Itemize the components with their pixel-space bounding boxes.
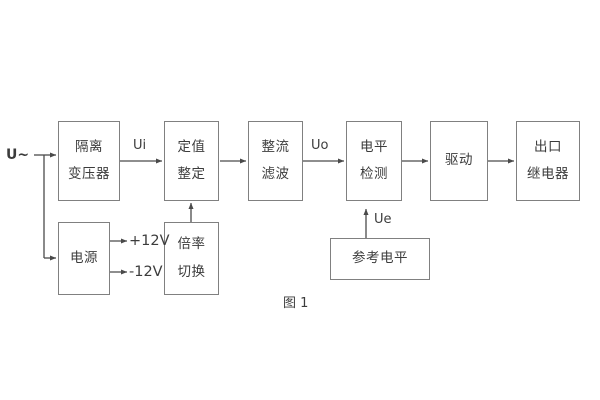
block-label-line: 电平: [360, 138, 388, 155]
block-label-line: 继电器: [527, 166, 569, 182]
block-isolation-transformer[interactable]: 隔离 变压器: [58, 121, 120, 201]
wire-input-branch: [34, 152, 57, 261]
rail-label-positive: +12V: [129, 233, 170, 249]
block-label-line: 倍率: [177, 236, 206, 252]
block-setting-adjust[interactable]: 定值 整定: [164, 121, 219, 201]
block-power-supply[interactable]: 电源: [58, 222, 110, 295]
block-label-line: 变压器: [68, 166, 110, 182]
block-label-line: 驱动: [445, 152, 473, 169]
block-label-line: 定值: [177, 138, 206, 155]
block-label-line: 检测: [360, 166, 388, 182]
signal-label-ui: Ui: [133, 138, 147, 153]
block-label-line: 出口: [534, 138, 562, 155]
block-label-line: 电源: [70, 249, 98, 266]
block-label-line: 切换: [177, 263, 206, 280]
block-label-line: 整流: [261, 138, 290, 155]
rail-label-negative: -12V: [129, 264, 163, 280]
block-drive[interactable]: 驱动: [430, 121, 488, 201]
block-rectify-filter[interactable]: 整流 滤波: [248, 121, 303, 201]
block-label-line: 参考电平: [352, 250, 408, 267]
block-output-relay[interactable]: 出口 继电器: [516, 121, 580, 201]
signal-label-uo: Uo: [311, 138, 329, 153]
signal-label-input: U~: [6, 147, 30, 163]
block-label-line: 整定: [177, 166, 206, 182]
block-reference-level[interactable]: 参考电平: [330, 238, 430, 280]
signal-label-ue: Ue: [374, 212, 392, 227]
block-multiplier-switch[interactable]: 倍率 切换: [164, 222, 219, 295]
block-label-line: 隔离: [75, 138, 103, 155]
figure-caption: 图 1: [283, 296, 309, 311]
block-label-line: 滤波: [261, 166, 290, 182]
block-level-detect[interactable]: 电平 检测: [346, 121, 402, 201]
